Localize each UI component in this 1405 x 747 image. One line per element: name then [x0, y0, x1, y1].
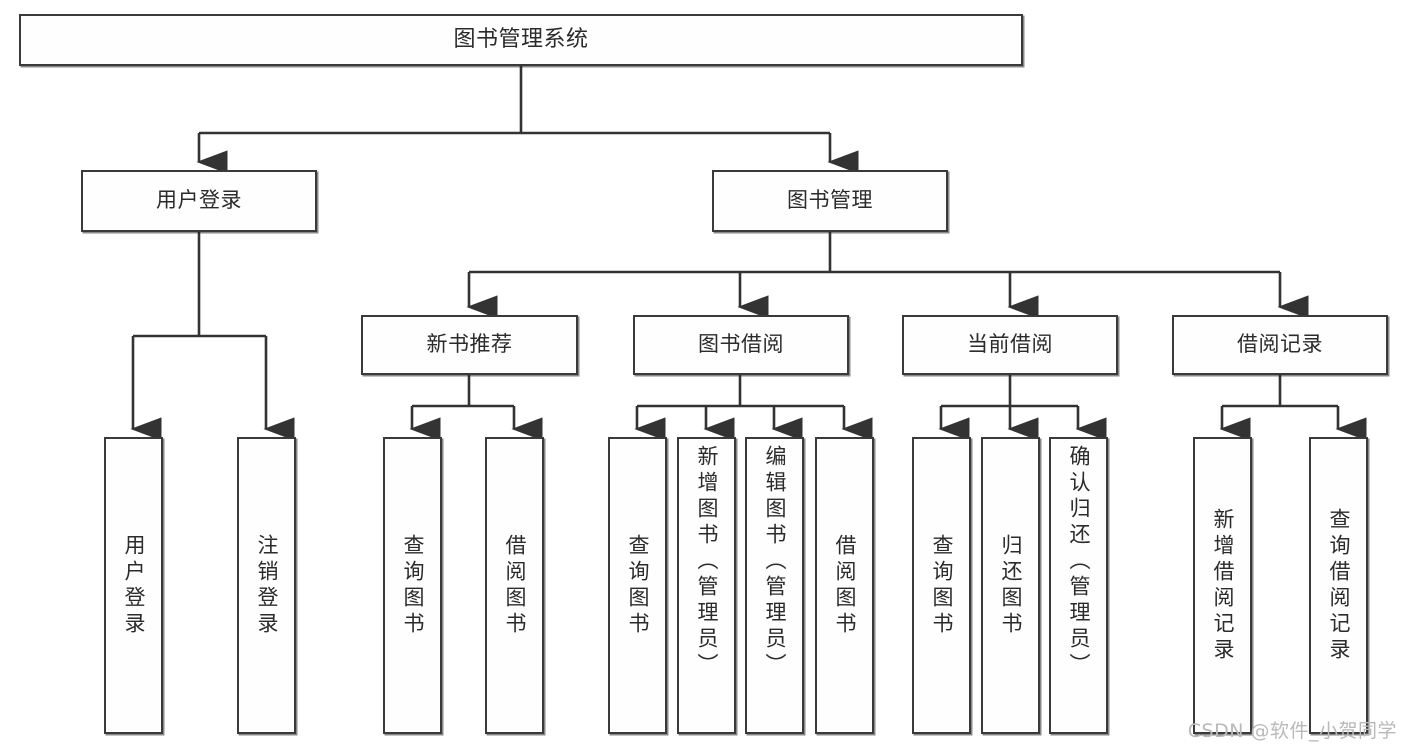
node-leaf-query-book-current[interactable]: 查询图书 — [912, 437, 971, 734]
node-leaf-borrow-book[interactable]: 借阅图书 — [815, 437, 874, 734]
node-book-management-system[interactable]: 图书管理系统 — [19, 14, 1023, 66]
node-leaf-edit-book[interactable]: 编辑图书（管理员） — [745, 437, 804, 734]
node-label: 查询借阅记录 — [1327, 507, 1351, 664]
node-leaf-add-book[interactable]: 新增图书（管理员） — [677, 437, 736, 734]
node-label: 借阅图书 — [833, 533, 857, 638]
node-label: 用户登录 — [122, 533, 146, 638]
node-label: 查询图书 — [930, 533, 954, 638]
node-label: 归还图书 — [999, 533, 1023, 638]
node-label: 图书管理系统 — [453, 26, 589, 52]
node-leaf-borrow-book-recommend[interactable]: 借阅图书 — [485, 437, 544, 734]
node-borrow-record[interactable]: 借阅记录 — [1172, 315, 1388, 375]
node-leaf-query-book-borrow[interactable]: 查询图书 — [608, 437, 667, 734]
node-leaf-query-borrow-record[interactable]: 查询借阅记录 — [1309, 437, 1368, 734]
node-leaf-confirm-return[interactable]: 确认归还（管理员） — [1049, 437, 1108, 734]
node-label: 用户登录 — [156, 188, 242, 213]
node-new-book-recommend[interactable]: 新书推荐 — [361, 315, 578, 375]
node-label: 新增借阅记录 — [1211, 507, 1235, 664]
node-label: 借阅图书 — [503, 533, 527, 638]
node-leaf-return-book[interactable]: 归还图书 — [981, 437, 1040, 734]
node-user-login[interactable]: 用户登录 — [81, 170, 317, 232]
node-book-borrow[interactable]: 图书借阅 — [633, 315, 849, 375]
node-leaf-user-logout[interactable]: 注销登录 — [237, 437, 296, 734]
node-leaf-add-borrow-record[interactable]: 新增借阅记录 — [1193, 437, 1252, 734]
node-label: 新增图书（管理员） — [695, 445, 719, 679]
node-label: 图书借阅 — [698, 332, 784, 357]
node-label: 编辑图书（管理员） — [763, 445, 787, 679]
node-label: 当前借阅 — [967, 332, 1053, 357]
node-current-borrow[interactable]: 当前借阅 — [902, 315, 1118, 375]
node-leaf-user-login[interactable]: 用户登录 — [104, 437, 163, 734]
node-label: 图书管理 — [787, 188, 873, 213]
node-label: 查询图书 — [401, 533, 425, 638]
node-label: 新书推荐 — [426, 332, 513, 357]
node-label: 借阅记录 — [1237, 332, 1323, 357]
node-book-manage[interactable]: 图书管理 — [712, 170, 948, 232]
node-label: 注销登录 — [255, 533, 279, 638]
node-label: 确认归还（管理员） — [1067, 445, 1091, 679]
node-label: 查询图书 — [626, 533, 650, 638]
csdn-watermark: CSDN @软件_小贺同学 — [1187, 720, 1397, 742]
node-leaf-query-book-recommend[interactable]: 查询图书 — [383, 437, 442, 734]
